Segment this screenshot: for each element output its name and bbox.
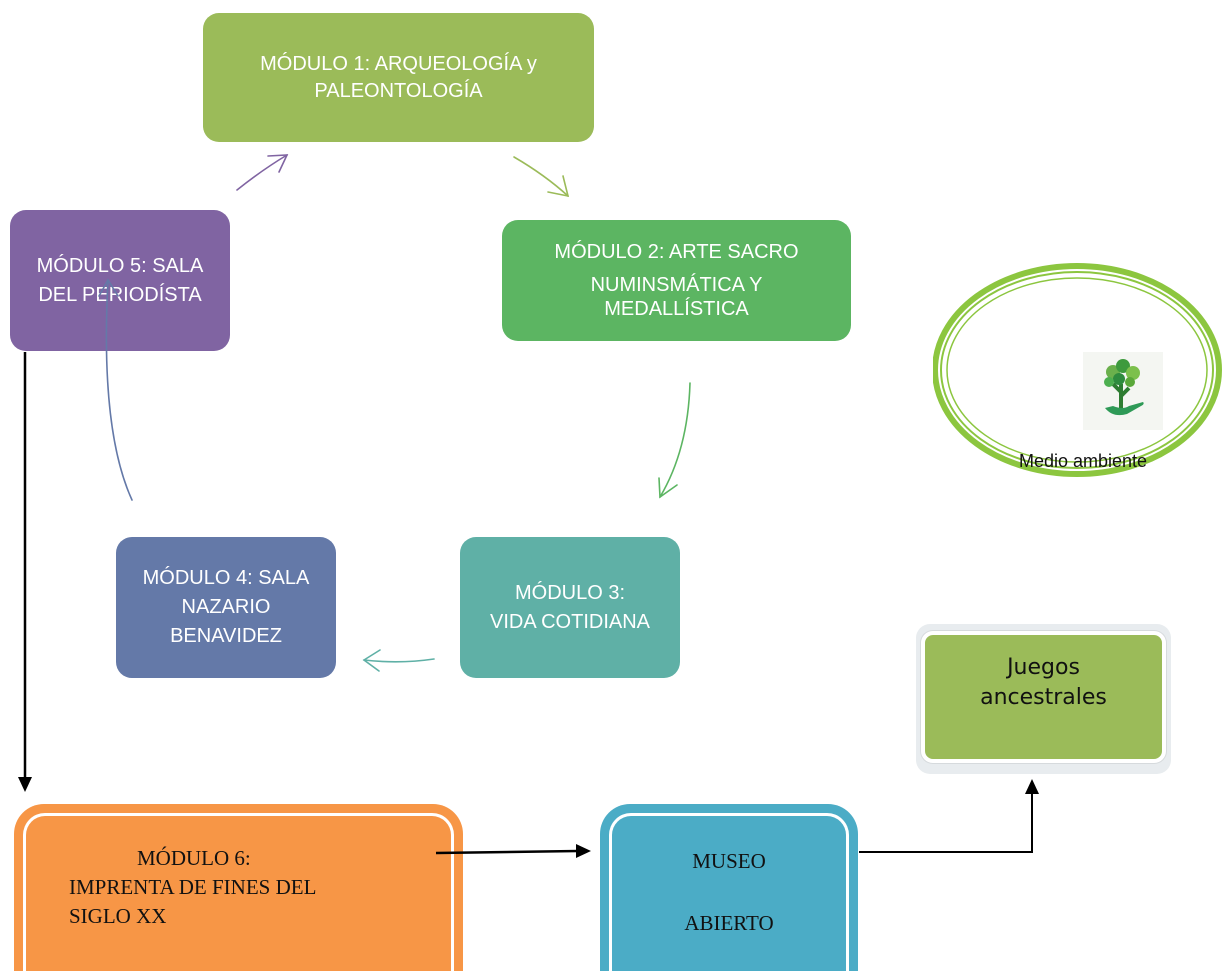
module-4-line-1: MÓDULO 4: SALA: [142, 567, 310, 589]
juegos-line-1: Juegos: [1007, 655, 1080, 680]
module-6-inner-frame: [23, 813, 454, 974]
module-1-line-2: PALEONTOLOGÍA: [314, 79, 483, 102]
medio-ambiente-label: Medio ambiente: [1018, 451, 1148, 471]
module-4-line-3: BENAVIDEZ: [170, 625, 282, 647]
module-2-line-3: MEDALLÍSTICA: [604, 297, 749, 320]
module-4-box: MÓDULO 4: SALA NAZARIO BENAVIDEZ: [116, 537, 336, 678]
arrow-m3-to-m4: [362, 649, 435, 672]
museo-text: MUSEO ABIERTO: [600, 849, 858, 936]
arrow-m4-to-m5: [98, 278, 133, 501]
connector-museo-to-juegos: [859, 779, 1039, 853]
juegos-ancestrales-box: Juegos ancestrales: [921, 631, 1166, 763]
module-2-line-1: MÓDULO 2: ARTE SACRO: [554, 240, 799, 263]
module-6-line-1: MÓDULO 6:: [137, 846, 251, 870]
module-5-box: MÓDULO 5: SALA DEL PERIODÍSTA: [10, 210, 230, 351]
module-6-line-2: IMPRENTA DE FINES DEL: [69, 875, 317, 899]
arrow-m5-to-m1: [236, 154, 289, 191]
module-2-line-2: NUMINSMÁTICA Y: [590, 273, 763, 296]
connector-m5-to-m6: [18, 352, 32, 792]
module-4-line-2: NAZARIO: [181, 596, 271, 618]
juegos-line-2: ancestrales: [980, 685, 1107, 710]
module-5-line-2: DEL PERIODÍSTA: [38, 283, 202, 306]
museo-line-1: MUSEO: [692, 849, 766, 873]
ellipse-middle-ring: [940, 271, 1214, 469]
medio-ambiente-ellipse: [933, 263, 1222, 477]
module-6-text: MÓDULO 6: IMPRENTA DE FINES DEL SIGLO XX: [69, 844, 316, 931]
arrow-m2-to-m3: [658, 382, 691, 499]
museo-abierto-box: MUSEO ABIERTO: [600, 804, 858, 974]
module-3-line-2: VIDA COTIDIANA: [489, 610, 651, 633]
museo-line-2: ABIERTO: [684, 911, 774, 935]
module-6-line-3: SIGLO XX: [69, 904, 167, 928]
module-2-box: MÓDULO 2: ARTE SACRO NUMINSMÁTICA Y MEDA…: [502, 220, 851, 341]
arrow-m1-to-m2: [513, 156, 570, 198]
connector-m6-to-museo: [435, 844, 591, 858]
module-5-line-1: MÓDULO 5: SALA: [36, 254, 204, 277]
module-1-box: MÓDULO 1: ARQUEOLOGÍA y PALEONTOLOGÍA: [203, 13, 594, 142]
ellipse-outer-ring: [933, 263, 1222, 477]
module-3-box: MÓDULO 3: VIDA COTIDIANA: [460, 537, 680, 678]
module-3-line-1: MÓDULO 3:: [514, 581, 626, 604]
module-1-line-1: MÓDULO 1: ARQUEOLOGÍA y: [260, 52, 537, 75]
tree-in-hand-icon: [1083, 352, 1163, 430]
module-6-box: MÓDULO 6: IMPRENTA DE FINES DEL SIGLO XX: [14, 804, 463, 974]
museo-inner-frame: [609, 813, 849, 974]
